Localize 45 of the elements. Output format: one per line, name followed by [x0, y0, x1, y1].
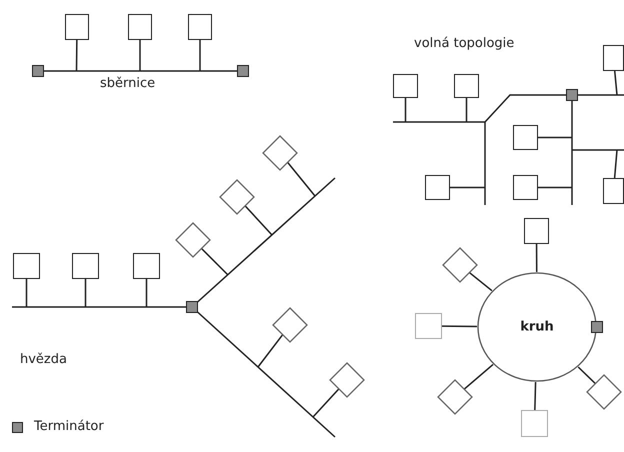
connector-line — [312, 388, 340, 418]
connector-line — [442, 325, 478, 328]
topology-label: volná topologie — [414, 36, 514, 51]
connector-line — [287, 162, 316, 196]
station-box — [603, 178, 624, 204]
station-box — [513, 125, 538, 150]
connector-line — [84, 279, 86, 307]
station-box — [454, 74, 479, 98]
station-box — [393, 74, 418, 98]
station-box — [128, 14, 152, 40]
connector-line — [139, 40, 141, 71]
connector-line — [464, 364, 494, 390]
topology-label: hvězda — [20, 352, 67, 367]
connector-line — [146, 279, 148, 307]
connector-line — [244, 205, 273, 236]
connector-line — [257, 334, 284, 368]
station-box — [65, 14, 89, 40]
connector-line — [466, 98, 468, 122]
connector-line — [199, 40, 201, 71]
connector-line — [450, 186, 485, 188]
connector-line — [26, 279, 28, 307]
station-box — [13, 253, 40, 279]
connector-line — [76, 40, 78, 71]
connector-line — [614, 70, 618, 96]
station-box — [513, 175, 538, 200]
connector-line — [614, 150, 618, 178]
station-box — [425, 175, 450, 200]
station-box — [188, 14, 212, 40]
connector-line — [534, 382, 536, 410]
station-box — [133, 253, 160, 279]
station-box — [72, 253, 99, 279]
connector-line — [404, 98, 406, 122]
station-box — [415, 313, 442, 339]
station-box — [603, 45, 624, 71]
topology-label: sběrnice — [100, 76, 156, 91]
legend-label: Terminátor — [34, 419, 104, 434]
station-box — [521, 410, 548, 437]
connector-line — [200, 248, 229, 276]
station-box — [524, 218, 549, 244]
connector-line — [538, 186, 572, 188]
connector-line — [468, 272, 492, 292]
ring-label: kruh — [520, 320, 554, 334]
connector-line — [578, 366, 596, 384]
connector-line — [538, 136, 572, 138]
connector-line — [536, 244, 538, 272]
